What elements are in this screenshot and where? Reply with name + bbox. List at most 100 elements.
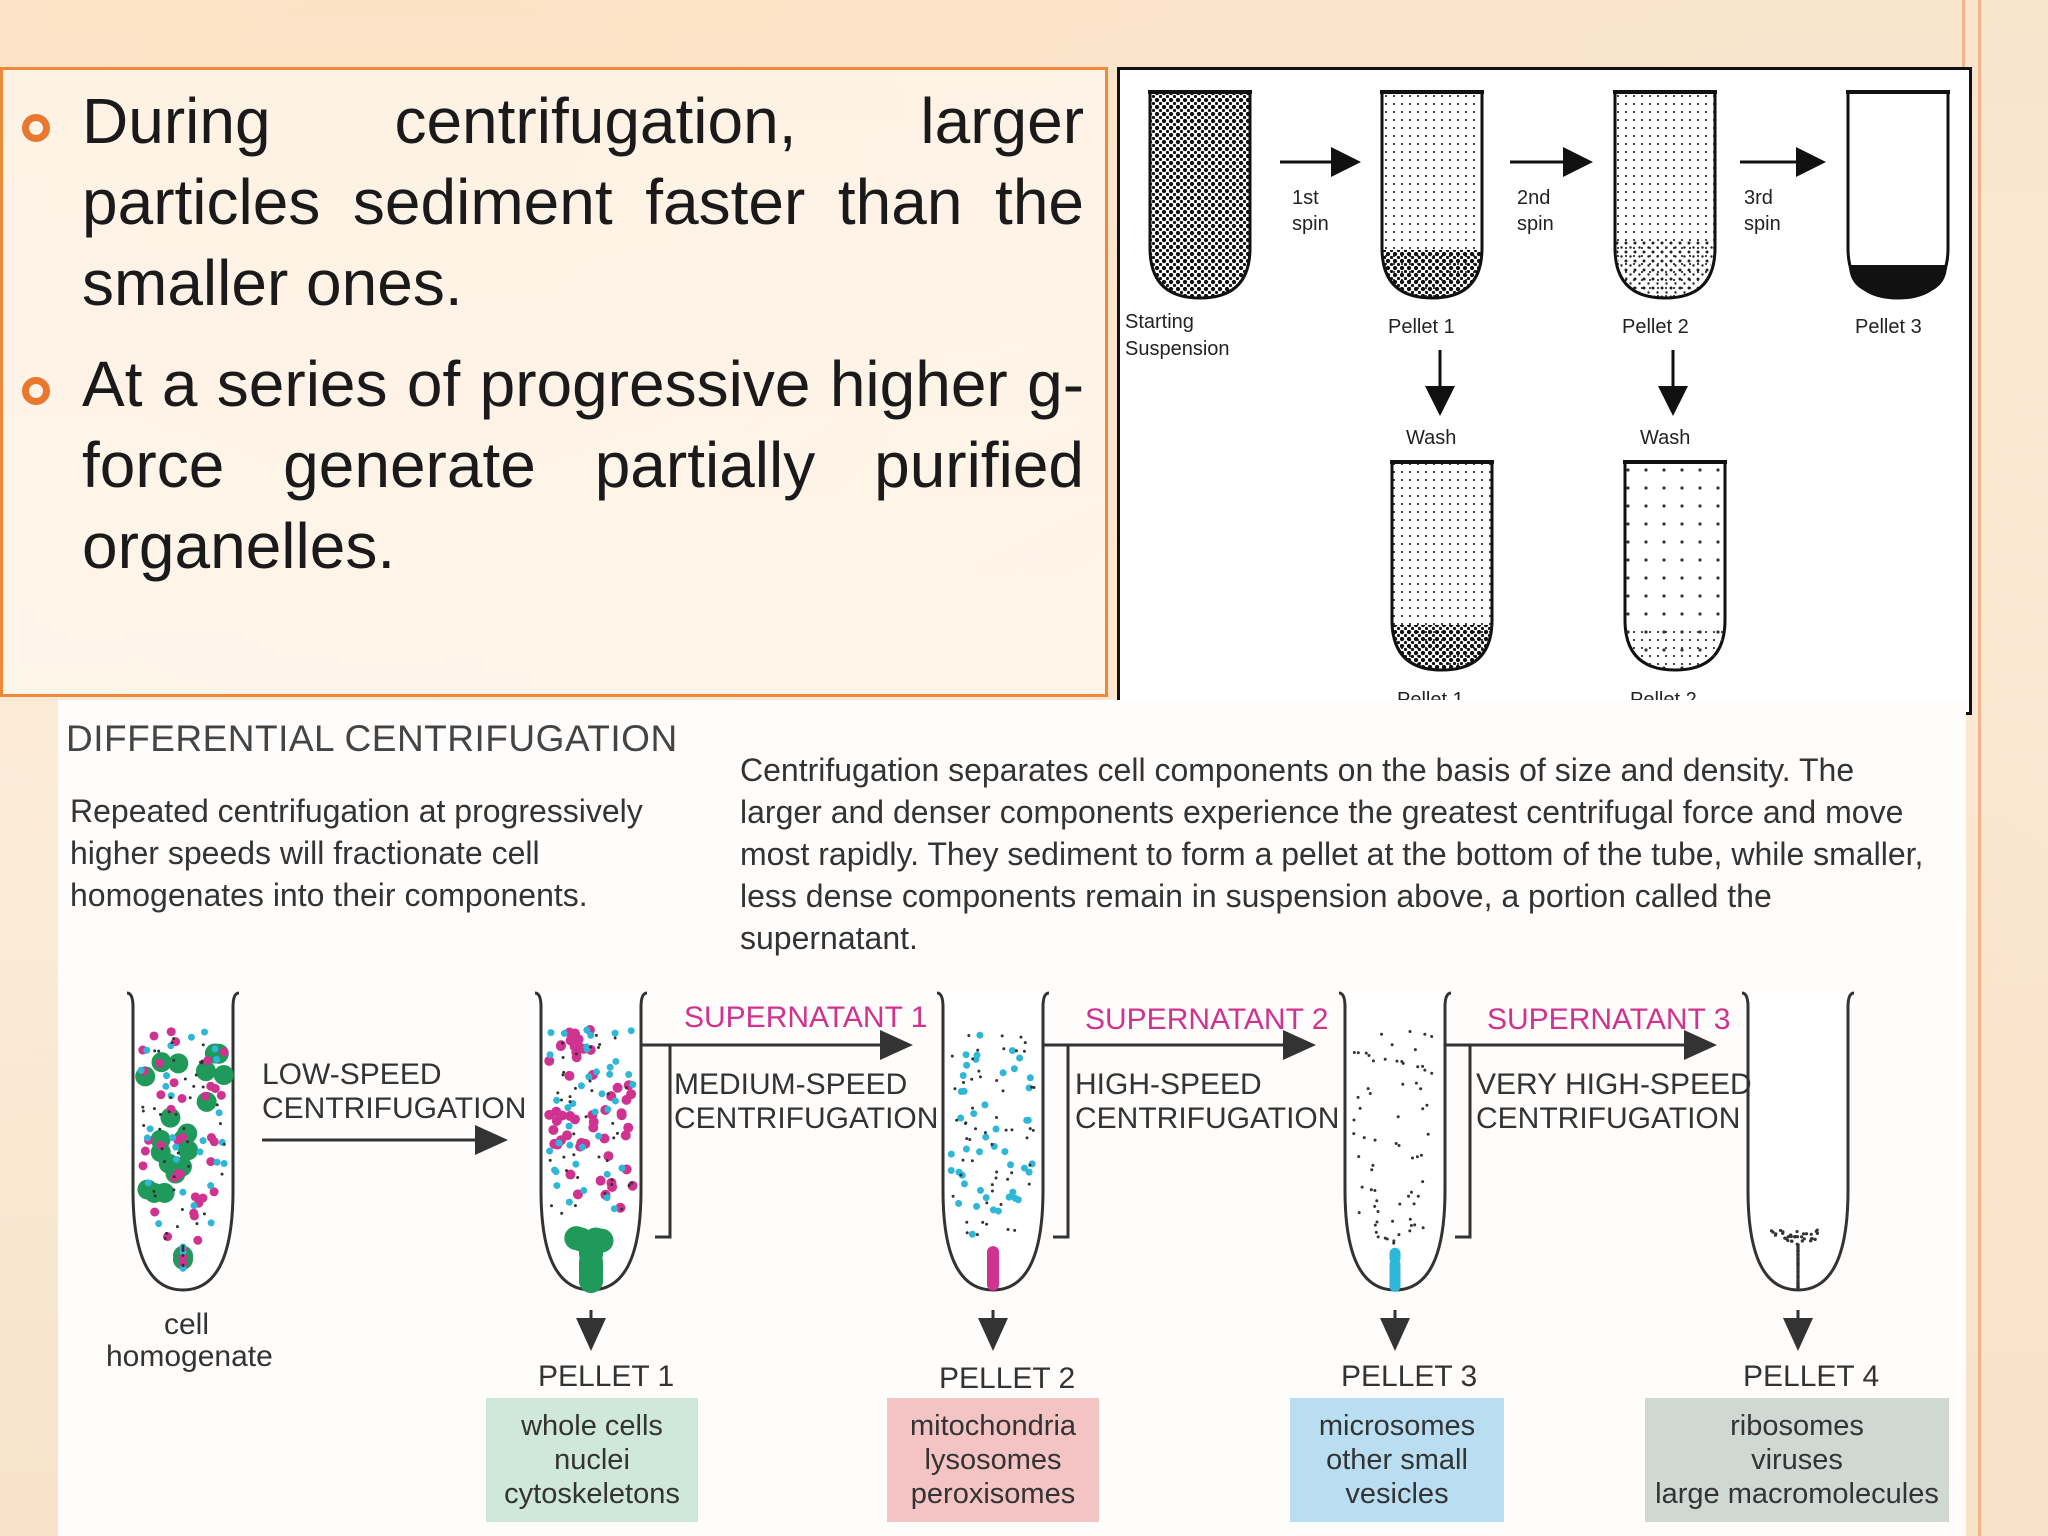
microsome-particle <box>585 1073 593 1081</box>
ribosome-particle <box>559 1098 563 1102</box>
ribosome-particle <box>994 1176 998 1180</box>
mitochondria-particle <box>169 1078 179 1088</box>
ribosome-particle <box>610 1178 614 1182</box>
homogenate-label: homogenate <box>106 1340 273 1373</box>
ribosome-particle <box>624 1086 628 1090</box>
microsome-particle <box>982 1194 990 1202</box>
ribosome-particle <box>1425 1103 1429 1107</box>
ribosome-particle <box>1004 1128 1008 1132</box>
ribosome-particle <box>1373 1204 1377 1208</box>
ribosome-particle <box>990 1183 994 1187</box>
ribosome-particle <box>613 1036 617 1040</box>
ribosome-particle <box>1409 1190 1413 1194</box>
ribosome-particle <box>995 1079 999 1083</box>
spin-label: spin <box>1292 213 1329 235</box>
pellet-ribosome-particle <box>1801 1232 1806 1236</box>
pellet-nucleus-particle <box>579 1260 603 1285</box>
ribosome-particle <box>976 1048 980 1052</box>
ribosome-particle <box>1415 1155 1419 1159</box>
ribosome-particle <box>1028 1127 1032 1131</box>
ribosome-particle <box>172 1058 176 1062</box>
pellet-mitochondria-particle <box>987 1263 999 1276</box>
pellet-ribosome-particle <box>1795 1229 1799 1234</box>
step-label: MEDIUM-SPEED <box>674 1068 908 1101</box>
ribosome-particle <box>627 1183 631 1187</box>
mitochondria-particle <box>627 1180 638 1191</box>
ribosome-particle <box>1371 1163 1375 1167</box>
ribosome-particle <box>589 1045 593 1049</box>
microsome-particle <box>143 1046 151 1054</box>
microsome-particle <box>960 1087 968 1095</box>
ribosome-particle <box>1375 1220 1379 1224</box>
microsome-particle <box>565 1198 573 1206</box>
pellet-ribosome-particle <box>1796 1273 1800 1277</box>
mitochondria-particle <box>200 1091 210 1101</box>
ribosome-particle <box>965 1220 969 1224</box>
ribosome-particle <box>606 1092 610 1096</box>
mitochondria-particle <box>209 1187 219 1197</box>
pellet-ribosome-particle <box>1796 1263 1800 1267</box>
ribosome-particle <box>971 1057 975 1061</box>
ribosome-particle <box>1397 1233 1401 1237</box>
ribosome-particle <box>1032 1085 1036 1089</box>
ribosome-particle <box>180 1207 184 1211</box>
ribosome-particle <box>572 1132 576 1136</box>
microsome-particle <box>1001 1148 1009 1156</box>
pellet-ribosome-particle <box>1809 1232 1813 1236</box>
microsome-particle <box>1024 1116 1032 1124</box>
microsome-particle <box>196 1148 204 1156</box>
microsome-particle <box>603 1170 611 1178</box>
microsome-particle <box>982 1133 990 1141</box>
ribosome-particle <box>1396 1115 1400 1119</box>
pellet-content-item: nuclei <box>554 1444 630 1476</box>
pellet-ribosome-particle <box>1786 1238 1790 1243</box>
ribosome-particle <box>611 1121 615 1125</box>
ribosome-particle <box>573 1086 577 1090</box>
ribosome-particle <box>959 1173 963 1177</box>
ribosome-particle <box>568 1100 572 1104</box>
microsome-particle <box>976 1148 984 1156</box>
microsome-particle <box>172 1155 180 1163</box>
microsome-particle <box>1016 1054 1024 1062</box>
mitochondria-particle <box>177 1093 187 1103</box>
ribosome-particle <box>1370 1168 1374 1172</box>
pellet-4-tube <box>1741 991 1855 1292</box>
pellet-ribosome-particle <box>1800 1235 1804 1239</box>
microsome-particle <box>1009 1188 1017 1196</box>
pellet-ribosome-particle <box>1813 1237 1817 1241</box>
ribosome-particle <box>550 1204 554 1208</box>
step-label: CENTRIFUGATION <box>674 1102 939 1135</box>
pellet-ribosome-particle <box>1783 1236 1787 1240</box>
step-label: LOW-SPEED <box>262 1058 442 1091</box>
bullet-circle-icon <box>22 377 50 405</box>
pellet-3-tube <box>1846 90 1950 300</box>
pellet-content-item: microsomes <box>1318 1410 1476 1442</box>
ribosome-particle <box>172 1175 176 1179</box>
ribosome-particle <box>981 1220 985 1224</box>
ribosome-particle <box>968 1138 972 1142</box>
ribosome-particle <box>995 1116 999 1120</box>
microsome-particle <box>555 1139 563 1147</box>
ribosome-particle <box>1421 1226 1425 1230</box>
ribosome-particle <box>603 1191 607 1195</box>
microsome-particle <box>611 1097 619 1105</box>
ribosome-particle <box>588 1079 592 1083</box>
ribosome-particle <box>967 1034 971 1038</box>
ribosome-particle <box>1357 1155 1361 1159</box>
ribosome-particle <box>165 1231 169 1235</box>
pellet-1-tube <box>1380 90 1484 300</box>
step-label: CENTRIFUGATION <box>262 1092 527 1125</box>
starting-suspension-label: Starting <box>1125 311 1194 333</box>
ribosome-particle <box>548 1158 552 1162</box>
washed-pellet-1-tube <box>1390 460 1494 672</box>
ribosome-particle <box>990 1189 994 1193</box>
microsome-particle <box>970 1110 978 1118</box>
microsome-particle <box>137 1066 145 1074</box>
pellet-ribosome-particle <box>1809 1239 1813 1243</box>
spin-label: spin <box>1517 213 1554 235</box>
pellet-contents-box: microsomes other small vesicles <box>1290 1398 1504 1522</box>
ribosome-particle <box>192 1084 196 1088</box>
ribosome-particle <box>1401 1082 1405 1086</box>
pellet-ribosome-particle <box>1796 1252 1800 1256</box>
ribosome-particle <box>218 1122 222 1126</box>
